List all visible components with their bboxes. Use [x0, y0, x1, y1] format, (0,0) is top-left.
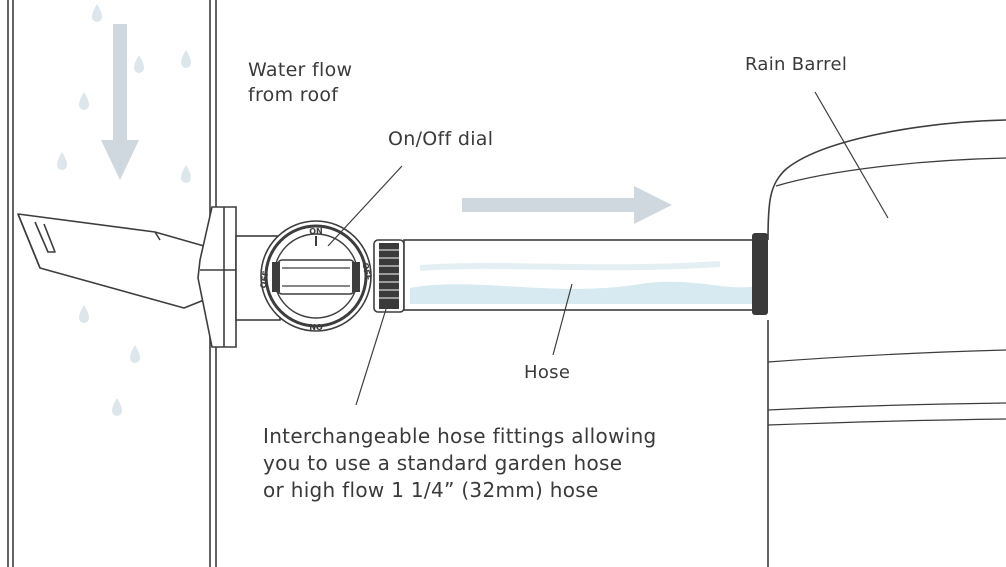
- fittings-line-1: Interchangeable hose fittings allowing: [263, 424, 657, 448]
- raindrops: [57, 4, 191, 416]
- leader-lines: [327, 91, 889, 406]
- fittings-label: Interchangeable hose fittings allowing y…: [263, 423, 657, 504]
- dial-left-marking: OFF: [259, 270, 271, 289]
- wall-flange: [197, 206, 237, 348]
- dial-top-marking: ON: [309, 227, 323, 236]
- hose: [403, 239, 757, 311]
- water-flow-line-1: Water flow: [248, 59, 353, 81]
- down-arrow-icon: [101, 24, 139, 180]
- rain-barrel: [767, 119, 1006, 567]
- fittings-line-2: you to use a standard garden hose: [263, 451, 623, 475]
- dial-label: On/Off dial: [388, 128, 494, 150]
- water-flow-label: Water flow from roof: [248, 58, 352, 108]
- barrel-grommet: [752, 233, 768, 315]
- right-arrow-icon: [462, 186, 672, 224]
- hose-fitting: [373, 239, 405, 313]
- fittings-line-3: or high flow 1 1/4” (32mm) hose: [263, 478, 599, 502]
- rain-barrel-label: Rain Barrel: [745, 54, 848, 75]
- water-flow-line-2: from roof: [248, 84, 339, 106]
- on-off-dial: ON OFF OFF ON: [259, 220, 372, 332]
- dial-bottom-marking: ON: [309, 322, 323, 331]
- diverter-scoop: [17, 213, 205, 309]
- hose-label: Hose: [524, 362, 571, 383]
- dial-right-marking: OFF: [360, 262, 372, 281]
